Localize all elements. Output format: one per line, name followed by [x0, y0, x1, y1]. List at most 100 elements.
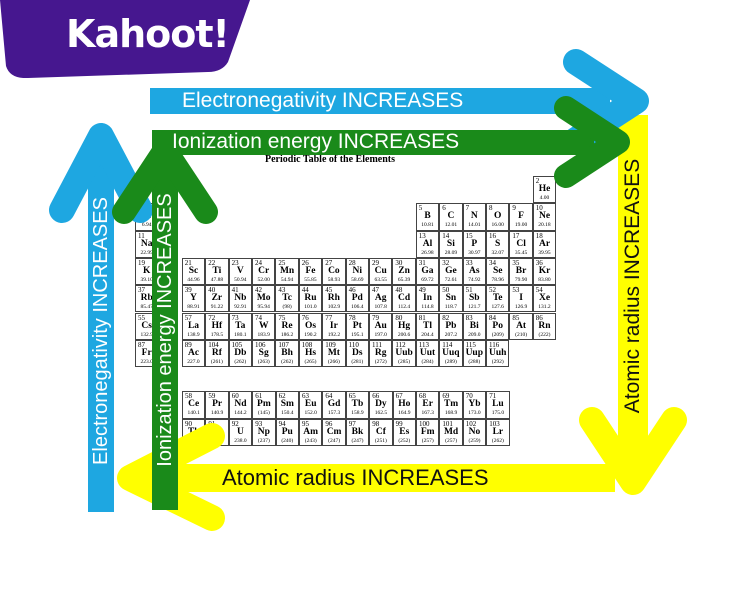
atomic-mass: 164.9: [398, 410, 411, 416]
atomic-number: 104: [208, 340, 219, 349]
atomic-mass: 30.97: [468, 249, 481, 256]
electronegativity-up-label: Electronegativity INCREASES: [90, 197, 112, 465]
atomic-number: 115: [465, 340, 476, 349]
logo-background: [0, 0, 250, 79]
element-symbol: Sm: [280, 399, 294, 409]
atomic-mass: 150.4: [281, 410, 294, 416]
element-symbol: Ti: [212, 265, 222, 276]
atomic-number: 51: [465, 286, 473, 295]
element-symbol: At: [516, 320, 527, 331]
atomic-number: 23: [231, 258, 239, 267]
element-symbol: Sc: [188, 265, 199, 276]
atomic-number: 57: [184, 313, 192, 322]
atomic-mass: 39.10: [140, 276, 153, 283]
element-symbol: Sg: [258, 347, 269, 358]
atomic-number: 40: [208, 286, 216, 295]
atomic-number: 105: [231, 340, 243, 349]
element-symbol: Ge: [445, 265, 457, 276]
element-symbol: Au: [374, 320, 387, 331]
atomic-mass: 144.2: [234, 410, 247, 416]
element-symbol: Zr: [211, 293, 223, 304]
element-symbol: Uuq: [442, 347, 460, 358]
atomic-mass: 173.0: [468, 410, 481, 416]
atomic-number: 44: [301, 286, 309, 295]
atomic-mass: 138.9: [187, 331, 200, 338]
element-symbol: Dy: [375, 399, 387, 409]
atomic-number: 14: [442, 231, 450, 240]
atomic-number: 99: [395, 419, 403, 428]
atomic-number: 97: [348, 419, 356, 428]
atomic-number: 101: [442, 419, 453, 428]
atomic-mass: (289): [444, 358, 457, 365]
atomic-number: 39: [184, 286, 192, 295]
atomic-mass: (222): [538, 331, 551, 338]
atomic-mass: (247): [328, 437, 341, 444]
element-symbol: Uut: [419, 347, 436, 358]
atomic-mass: 186.2: [280, 331, 294, 338]
element-symbol: No: [468, 426, 481, 437]
atomic-mass: 92.91: [234, 304, 247, 311]
atomic-number: 66: [372, 392, 380, 400]
atomic-number: 17: [512, 231, 520, 240]
atomic-mass: (237): [257, 437, 270, 444]
atomic-number: 112: [395, 340, 406, 349]
element-symbol: Re: [281, 320, 293, 331]
atomic-mass: 157.3: [327, 410, 341, 416]
atomic-number: 15: [465, 231, 473, 240]
atomic-number: 48: [395, 286, 403, 295]
atomic-number: 24: [255, 258, 262, 267]
atomic-mass: 207.2: [444, 331, 458, 338]
atomic-number: 55: [138, 313, 145, 322]
element-symbol: Y: [190, 293, 197, 304]
atomic-mass: 54.94: [280, 276, 294, 283]
element-symbol: P: [471, 238, 478, 249]
atomic-number: 98: [372, 419, 380, 428]
element-symbol: Fm: [420, 426, 435, 437]
atomic-number: 46: [348, 286, 356, 295]
element-symbol: Uuh: [488, 347, 507, 358]
atomic-number: 75: [278, 313, 286, 322]
element-symbol: Pr: [212, 399, 223, 409]
atomic-number: 65: [348, 392, 356, 400]
element-symbol: N: [470, 211, 478, 222]
atomic-mass: (281): [351, 358, 364, 365]
atomic-number: 34: [489, 258, 496, 267]
atomic-number: 10: [535, 204, 543, 213]
element-symbol: Mo: [256, 293, 271, 304]
atomic-mass: (266): [327, 358, 340, 365]
atomic-mass: (257): [445, 437, 458, 444]
element-symbol: Lr: [492, 426, 504, 437]
element-symbol: Bi: [469, 320, 479, 331]
atomic-number: 27: [325, 258, 333, 267]
atomic-mass: 16.00: [491, 222, 504, 229]
atomic-number: 36: [535, 258, 543, 267]
atomic-mass: 88.91: [187, 304, 200, 311]
atomic-number: 89: [184, 340, 192, 349]
element-symbol: Zn: [398, 265, 410, 276]
atomic-mass: 85.47: [140, 304, 153, 311]
atomic-number: 78: [348, 313, 356, 322]
element-symbol: Sn: [445, 293, 457, 304]
kahoot-logo: Kahoot!: [0, 0, 250, 79]
atomic-number: 81: [418, 313, 426, 322]
atomic-mass: (288): [468, 358, 481, 365]
